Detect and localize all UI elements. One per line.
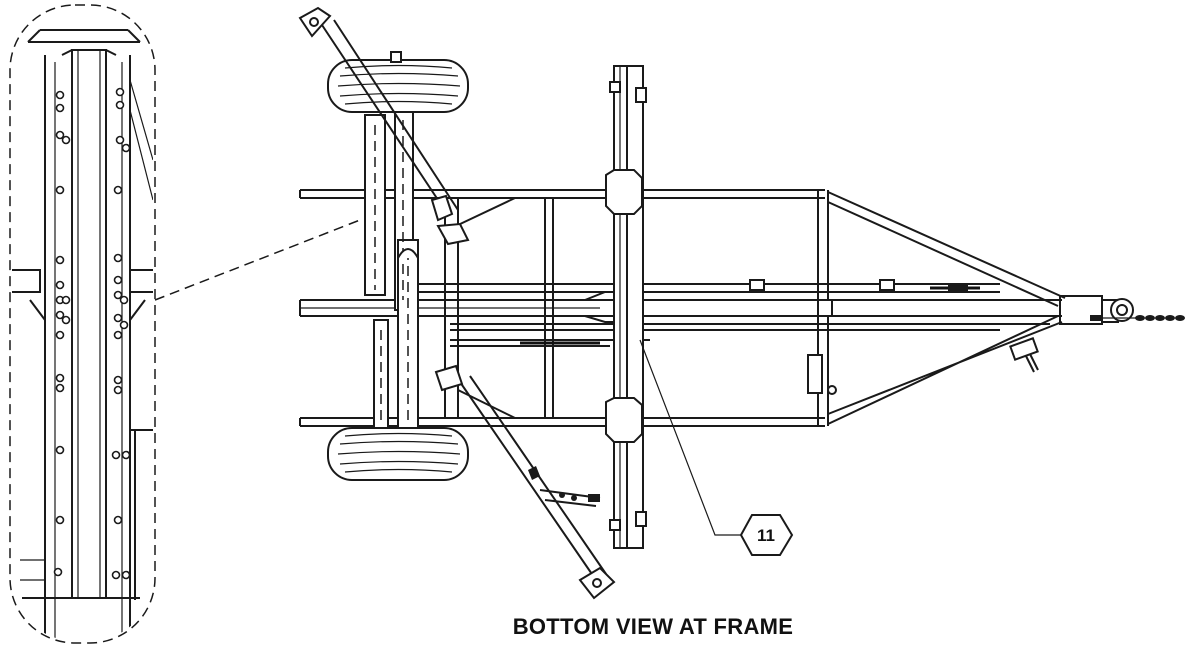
callout-11-hexagon: [739, 514, 794, 556]
callout-11: 11: [639, 339, 794, 556]
upper-marker-arm: [298, 6, 470, 246]
main-frame-view: 11: [298, 6, 1185, 600]
tool-bar: [605, 65, 647, 549]
detail-leader-line: [154, 219, 361, 301]
drawing-caption: BOTTOM VIEW AT FRAME: [512, 614, 794, 639]
detail-bolt-holes: [53, 87, 131, 580]
detail-view: [9, 4, 361, 644]
callout-11-label: 11: [757, 526, 775, 545]
detail-view-boundary: [9, 4, 156, 644]
hitch-tongue: [827, 191, 1185, 425]
center-beams: [299, 279, 1062, 395]
detail-frame-member: [12, 29, 153, 640]
hitch-jack: [1009, 337, 1039, 373]
top-tire: [327, 51, 469, 113]
safety-chain: [1090, 315, 1185, 321]
bottom-tire: [327, 427, 469, 481]
lower-marker-arm: [434, 364, 616, 600]
